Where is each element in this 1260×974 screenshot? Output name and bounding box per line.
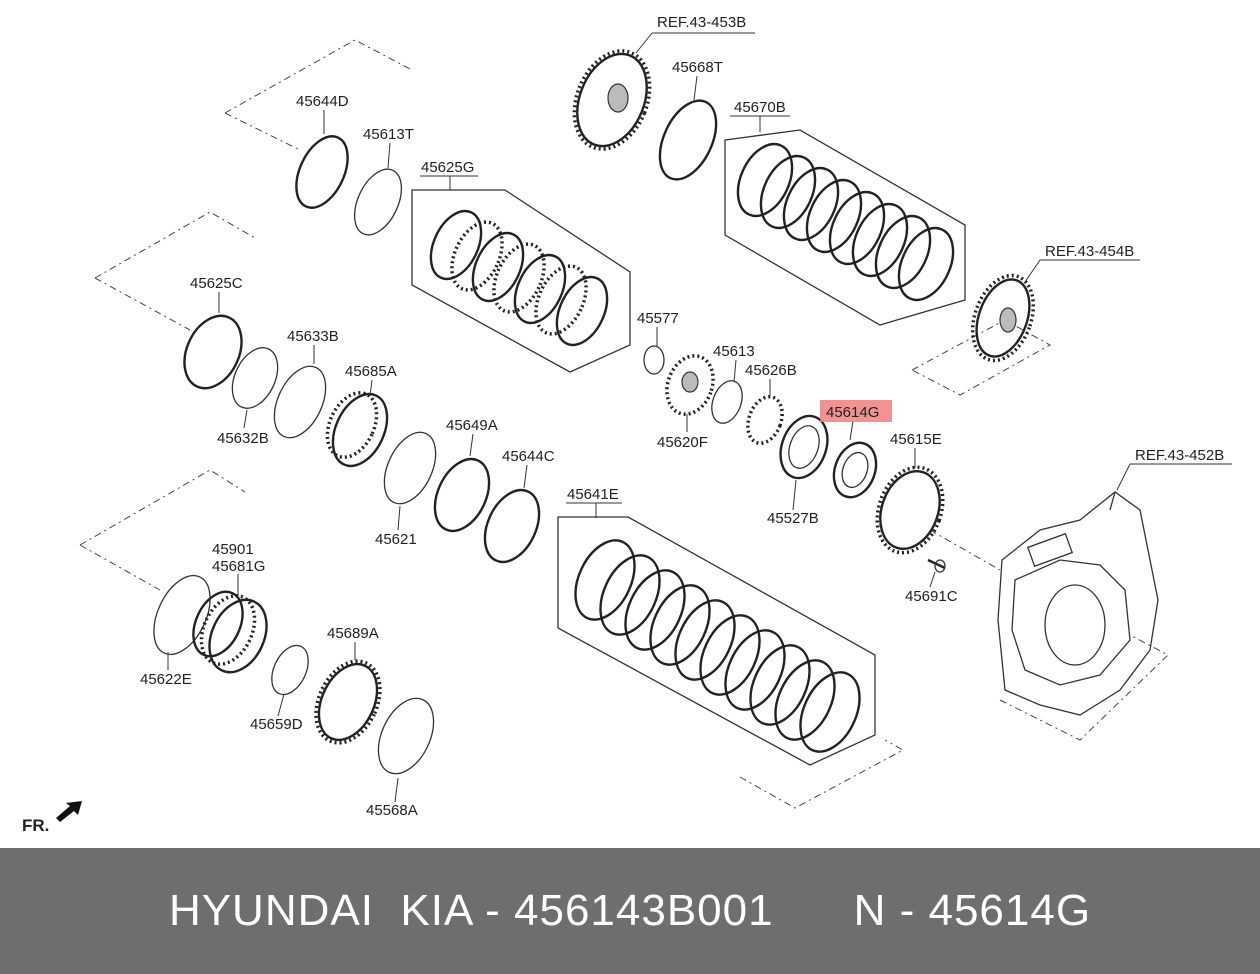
label-45625c: 45625C xyxy=(190,275,243,292)
label-45901: 45901 xyxy=(212,541,254,558)
label-45689a: 45689A xyxy=(327,625,379,642)
label-45626b: 45626B xyxy=(745,362,797,379)
clutch-pack-45641e xyxy=(574,539,861,753)
label-45527b: 45527B xyxy=(767,510,819,527)
part-45568a xyxy=(377,697,435,775)
label-45633b: 45633B xyxy=(287,328,339,345)
part-45626b xyxy=(746,395,784,445)
part-labels: REF.43-453B 45668T 45670B REF.43-454B 45… xyxy=(140,14,1224,819)
clutch-pack-45625g xyxy=(429,209,609,347)
drum-453b xyxy=(572,49,652,151)
part-45681g xyxy=(192,590,268,674)
transmission-case xyxy=(997,491,1159,716)
label-45685a: 45685A xyxy=(345,363,397,380)
leader-lines xyxy=(167,32,1232,803)
label-45670b: 45670B xyxy=(734,99,786,116)
label-45621: 45621 xyxy=(375,531,417,548)
exploded-parts-diagram: REF.43-453B 45668T 45670B REF.43-454B 45… xyxy=(22,14,1232,835)
label-ref-452b: REF.43-452B xyxy=(1135,447,1224,464)
clutch-pack-45670b xyxy=(736,142,955,302)
part-45668t xyxy=(658,99,718,181)
front-arrow-icon xyxy=(56,801,82,822)
part-45577 xyxy=(643,345,665,375)
label-45620f: 45620F xyxy=(657,434,708,451)
label-45577: 45577 xyxy=(637,310,679,327)
bolt-45691c xyxy=(927,558,946,573)
fr-label: FR. xyxy=(22,816,49,835)
label-45691c: 45691C xyxy=(905,588,958,605)
part-45659d xyxy=(271,644,309,696)
label-45681g: 45681G xyxy=(212,558,265,575)
part-number-footer: HYUNDAI KIA - 456143B001 N - 45614G xyxy=(0,848,1260,974)
front-direction-indicator: FR. xyxy=(22,801,82,835)
frame-45670b xyxy=(724,129,966,326)
diagram-canvas: REF.43-453B 45668T 45670B REF.43-454B 45… xyxy=(22,14,1232,835)
label-45625g: 45625G xyxy=(421,159,474,176)
frame-45625g xyxy=(411,189,631,373)
part-45613t xyxy=(353,168,403,236)
part-45632b xyxy=(231,347,279,409)
part-45527b xyxy=(779,414,829,480)
gear-454b xyxy=(970,273,1036,363)
label-45615e: 45615E xyxy=(890,431,942,448)
part-45633b xyxy=(273,365,327,439)
label-45659d: 45659D xyxy=(250,716,303,733)
part-45685a xyxy=(325,391,389,468)
label-45668t: 45668T xyxy=(672,59,723,76)
part-45615e xyxy=(875,465,945,555)
label-45622e: 45622E xyxy=(140,671,192,688)
highlight-box xyxy=(820,400,892,422)
part-45649a xyxy=(433,457,491,533)
label-45644c: 45644C xyxy=(502,448,555,465)
label-45568a: 45568A xyxy=(366,802,418,819)
label-45649a: 45649A xyxy=(446,417,498,434)
part-45689a xyxy=(314,659,382,745)
part-45644c xyxy=(483,488,541,564)
alt-part-number: N - 45614G xyxy=(853,886,1092,935)
brand-part-number: HYUNDAI KIA - 456143B001 xyxy=(168,886,774,935)
part-45644d xyxy=(295,135,349,209)
label-ref-453b: REF.43-453B xyxy=(657,14,746,31)
label-45641e: 45641E xyxy=(567,486,619,503)
frame-45641e xyxy=(557,516,876,766)
part-45621 xyxy=(383,431,437,505)
label-45632b: 45632B xyxy=(217,430,269,447)
part-45625c xyxy=(183,314,243,390)
label-45613t: 45613T xyxy=(363,126,414,143)
label-45614g: 45614G xyxy=(826,404,879,421)
group-frames xyxy=(79,39,1169,809)
label-45644d: 45644D xyxy=(296,93,349,110)
part-45614g xyxy=(832,441,878,499)
part-45622e xyxy=(153,574,211,656)
label-ref-454b: REF.43-454B xyxy=(1045,243,1134,260)
label-45613: 45613 xyxy=(713,343,755,360)
part-45620f xyxy=(665,354,715,416)
